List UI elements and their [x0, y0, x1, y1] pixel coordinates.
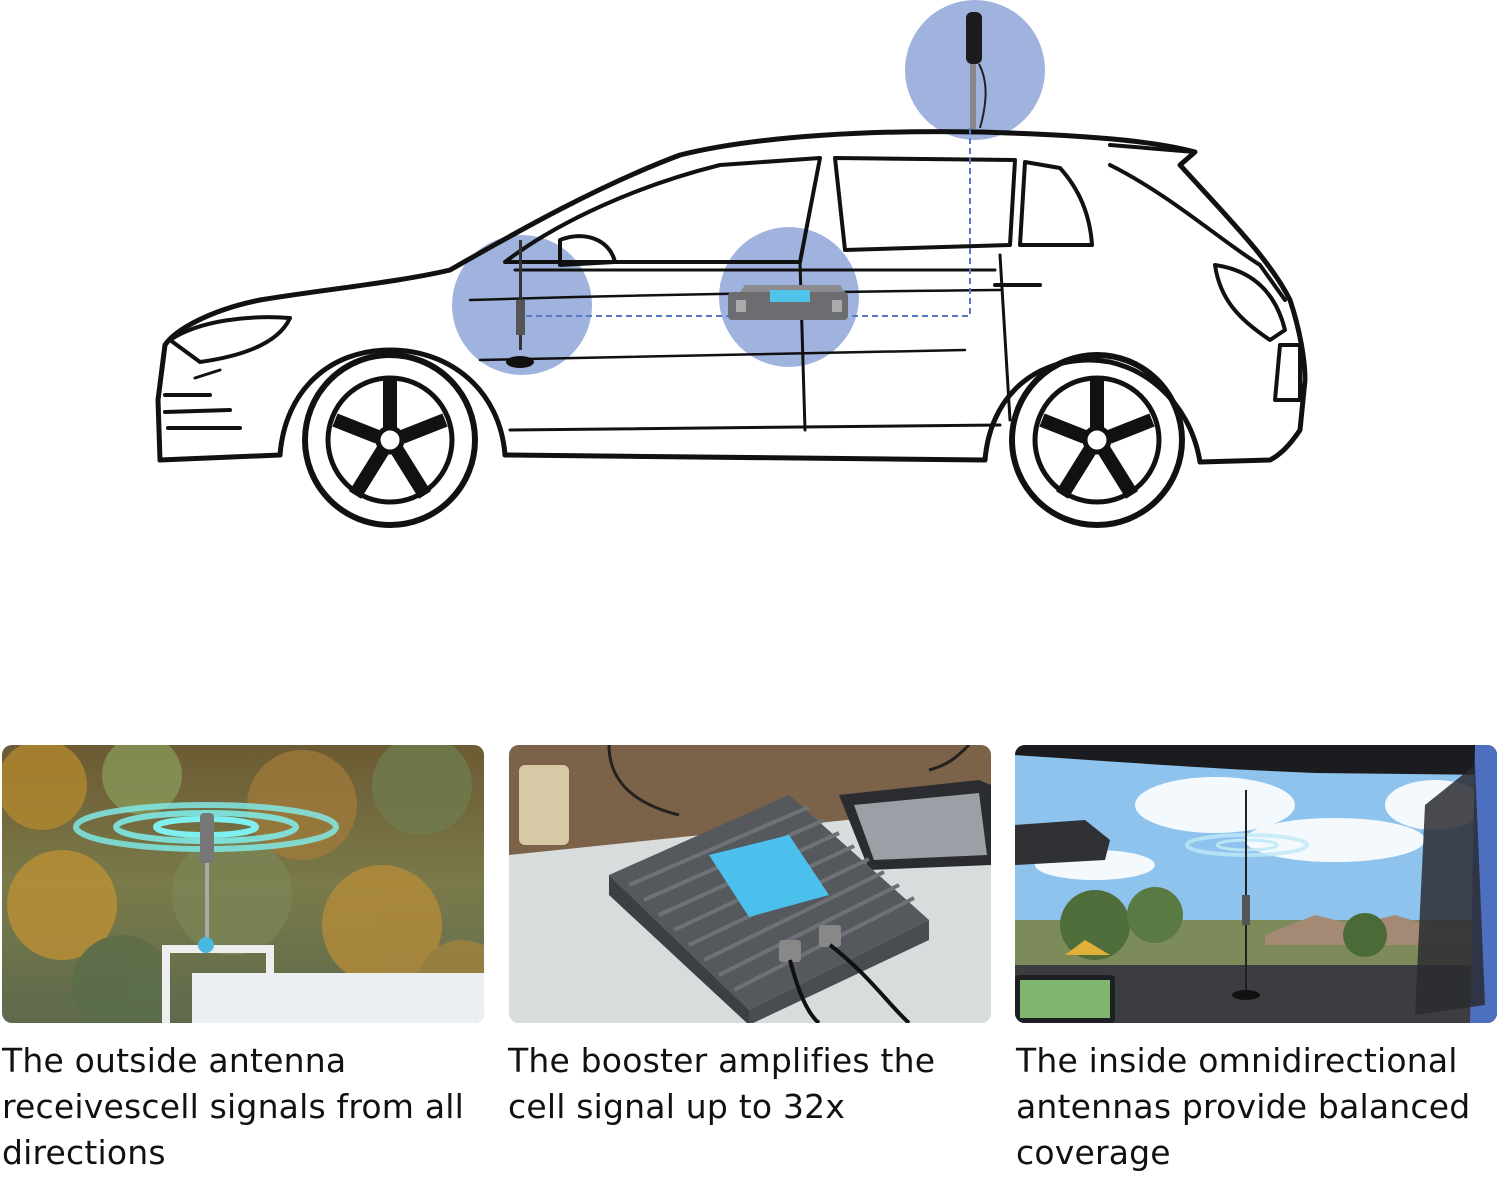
booster-caption: The booster amplifies the cell signal up…: [508, 1041, 936, 1126]
cable-line: [850, 128, 971, 317]
inside-antenna-caption: The inside omnidirectional antennas prov…: [1016, 1041, 1471, 1172]
car-installation-diagram: [155, 0, 1308, 528]
inside-antenna-icon: [506, 240, 534, 368]
booster-icon: [728, 285, 848, 320]
booster-photo: [509, 745, 991, 1023]
inside-antenna-photo: [1015, 745, 1497, 1023]
keyboard-icon: [839, 780, 991, 870]
outside-antenna-photo: [2, 745, 484, 1023]
rear-wheel-icon: [1009, 352, 1185, 528]
outside-antenna-caption: The outside antenna receivescell signals…: [2, 1041, 464, 1172]
car-outline-icon: [155, 129, 1308, 465]
roof-antenna-icon: [966, 12, 987, 129]
front-wheel-icon: [302, 352, 478, 528]
